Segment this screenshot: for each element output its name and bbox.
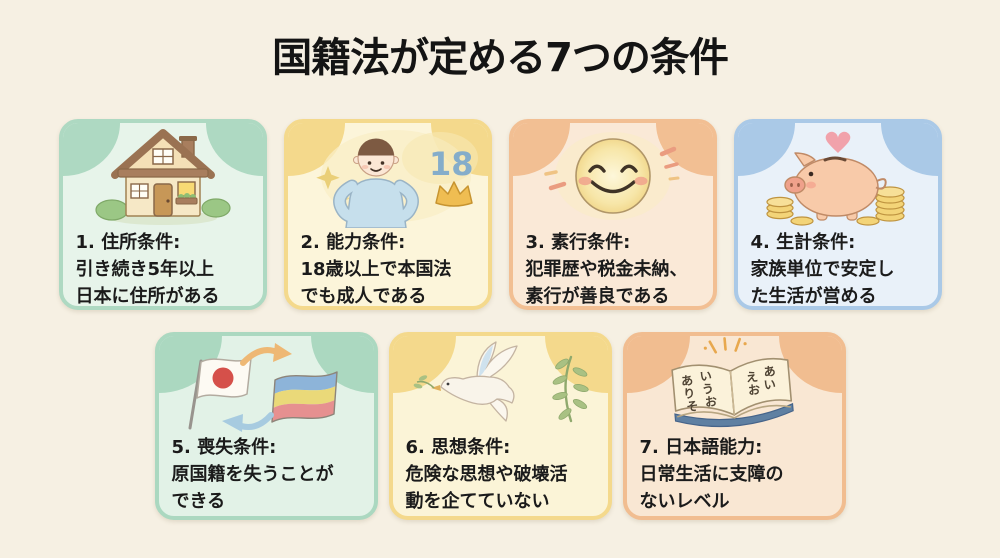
open-book-icon: あ り そ い う お あ い え お	[627, 336, 842, 433]
card-address-condition: 1. 住所条件: 引き続き5年以上 日本に住所がある	[58, 119, 267, 310]
card-title: 3. 素行条件:	[525, 232, 631, 253]
card-row-bottom: 5. 喪失条件: 原国籍を失うことが できる	[0, 332, 1000, 520]
card-line: 18歳以上で本国法	[300, 259, 452, 280]
card-title: 6. 思想条件:	[405, 437, 511, 458]
house-icon	[63, 123, 263, 228]
page-title: 国籍法が定める7つの条件	[272, 35, 729, 81]
card-thought-condition: 6. 思想条件: 危険な思想や破壊活 動を企てていない	[388, 332, 612, 520]
card-line: 原国籍を失うことが	[171, 464, 334, 485]
card-conduct-condition: 3. 素行条件: 犯罪歴や税金未納、 素行が善良である	[508, 119, 717, 310]
card-text: 1. 住所条件: 引き続き5年以上 日本に住所がある	[63, 228, 263, 307]
card-line: 日本に住所がある	[75, 286, 220, 307]
kana-char: い	[763, 377, 776, 392]
kana-char: お	[704, 394, 717, 409]
flags-exchange-icon	[159, 336, 374, 433]
card-text: 3. 素行条件: 犯罪歴や税金未納、 素行が善良である	[513, 228, 713, 307]
card-title: 2. 能力条件:	[300, 232, 406, 253]
card-row-top: 1. 住所条件: 引き続き5年以上 日本に住所がある	[0, 119, 1000, 310]
card-text: 4. 生計条件: 家族単位で安定し た生活が営める	[738, 228, 938, 307]
smiley-face-icon	[513, 123, 713, 228]
card-title: 4. 生計条件:	[750, 232, 856, 253]
card-loss-condition: 5. 喪失条件: 原国籍を失うことが できる	[154, 332, 378, 520]
card-title: 1. 住所条件:	[75, 232, 181, 253]
dove-olive-branch-icon	[393, 336, 608, 433]
card-line: 犯罪歴や税金未納、	[525, 259, 688, 280]
card-line: 動を企てていない	[405, 491, 550, 512]
card-japanese-ability: あ り そ い う お あ い え お 7. 日本語能力: 日常生活に支障の な…	[622, 332, 846, 520]
card-line: でも成人である	[300, 286, 427, 307]
kana-char: そ	[685, 399, 698, 414]
kana-char: お	[747, 382, 760, 397]
card-title: 7. 日本語能力:	[639, 437, 763, 458]
kana-char: あ	[680, 373, 693, 388]
card-line: 素行が善良である	[525, 286, 670, 307]
kana-char: え	[745, 369, 758, 384]
piggy-bank-icon	[738, 123, 938, 228]
card-text: 6. 思想条件: 危険な思想や破壊活 動を企てていない	[393, 433, 608, 515]
card-text: 2. 能力条件: 18歳以上で本国法 でも成人である	[288, 228, 488, 307]
card-text: 7. 日本語能力: 日常生活に支障の ないレベル	[627, 433, 842, 515]
card-title: 5. 喪失条件:	[171, 437, 277, 458]
card-line: 日常生活に支障の	[639, 464, 784, 485]
card-line: 危険な思想や破壊活	[405, 464, 568, 485]
kana-char: い	[699, 368, 712, 383]
card-livelihood-condition: 4. 生計条件: 家族単位で安定し た生活が営める	[733, 119, 942, 310]
card-line: た生活が営める	[750, 286, 877, 307]
card-line: ないレベル	[639, 491, 730, 512]
kana-char: あ	[763, 364, 776, 379]
card-line: 引き続き5年以上	[75, 259, 215, 280]
card-line: 家族単位で安定し	[750, 259, 895, 280]
card-text: 5. 喪失条件: 原国籍を失うことが できる	[159, 433, 374, 515]
kana-char: り	[682, 386, 695, 401]
young-adult-18-icon: 18	[288, 123, 488, 228]
kana-char: う	[701, 381, 714, 396]
card-line: できる	[171, 491, 226, 512]
number-18-label: 18	[429, 145, 474, 183]
card-capacity-condition: 18 2. 能力条件: 18歳以上で本国法 でも成人である	[283, 119, 492, 310]
